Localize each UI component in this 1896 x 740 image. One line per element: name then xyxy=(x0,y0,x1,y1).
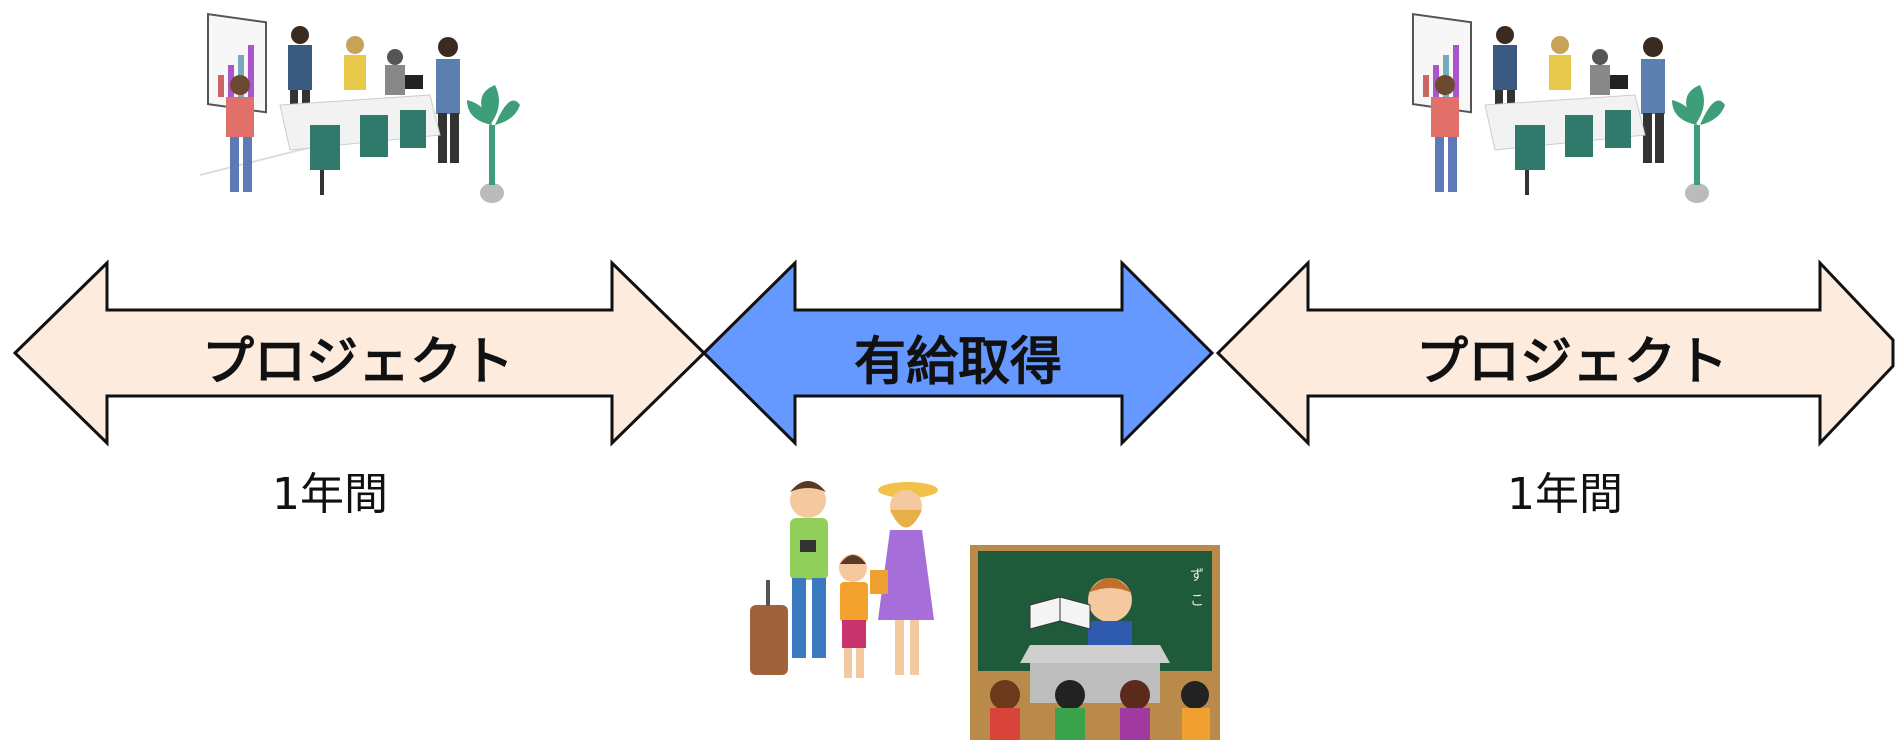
office-meeting-illustration-right xyxy=(1405,5,1730,225)
duration-label-left: 1年間 xyxy=(272,469,388,520)
classroom-illustration: ず こ xyxy=(970,545,1220,740)
office-meeting-illustration-left xyxy=(200,5,525,225)
project-label-right: プロジェクト xyxy=(1415,332,1729,393)
paid-leave-arrow xyxy=(701,259,1215,447)
project-arrow-right xyxy=(1215,259,1895,447)
paid-leave-label: 有給取得 xyxy=(853,332,1063,393)
project-label-left: プロジェクト xyxy=(201,332,515,393)
svg-text:こ: こ xyxy=(1190,593,1204,609)
family-travel-illustration xyxy=(750,481,938,678)
svg-text:ず: ず xyxy=(1190,568,1204,584)
duration-label-right: 1年間 xyxy=(1507,469,1623,520)
